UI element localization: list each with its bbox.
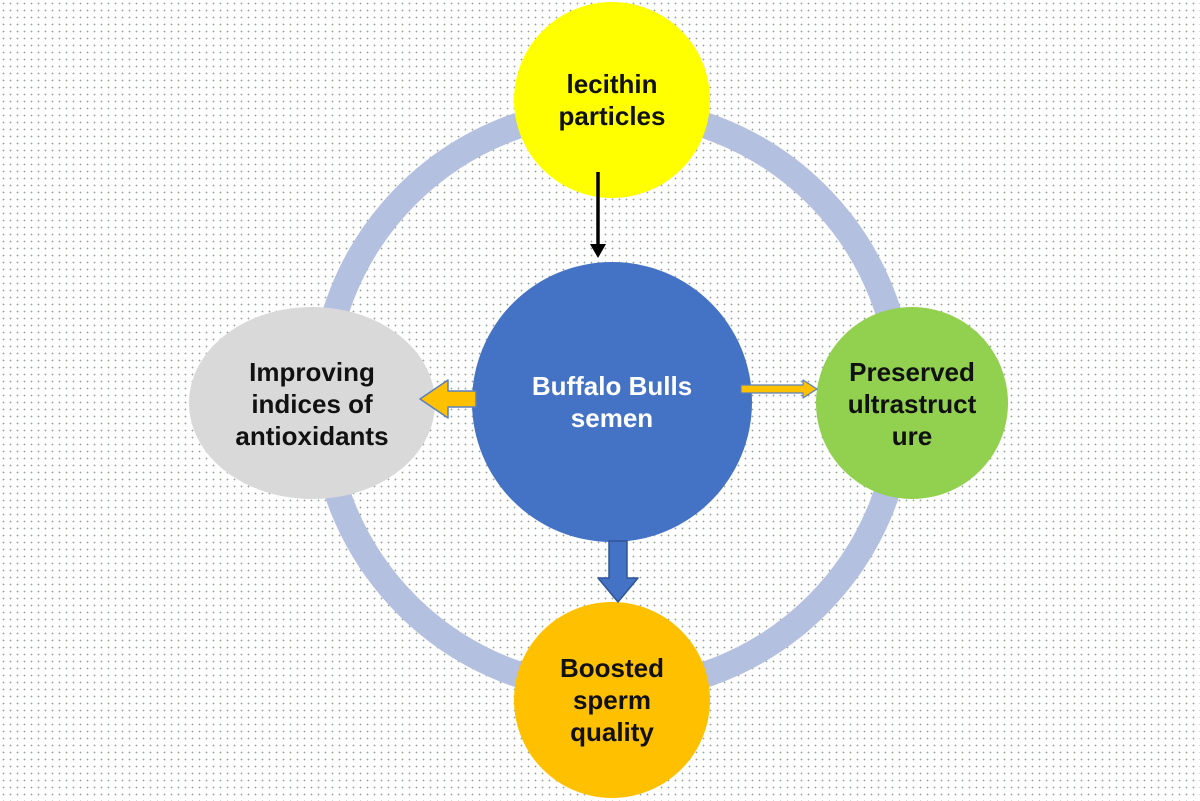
arrow-lecithin-to-semen bbox=[590, 172, 606, 258]
buffalo-bulls-semen-node bbox=[472, 262, 752, 542]
arrow-semen-to-sperm-quality bbox=[597, 540, 639, 603]
lecithin-particles-node bbox=[514, 2, 710, 198]
antioxidants-node bbox=[189, 307, 435, 499]
sperm-quality-node bbox=[514, 602, 710, 798]
arrow-semen-to-ultrastructure bbox=[740, 379, 818, 399]
arrow-semen-to-antioxidants bbox=[419, 379, 477, 419]
ultrastructure-node bbox=[816, 307, 1008, 499]
